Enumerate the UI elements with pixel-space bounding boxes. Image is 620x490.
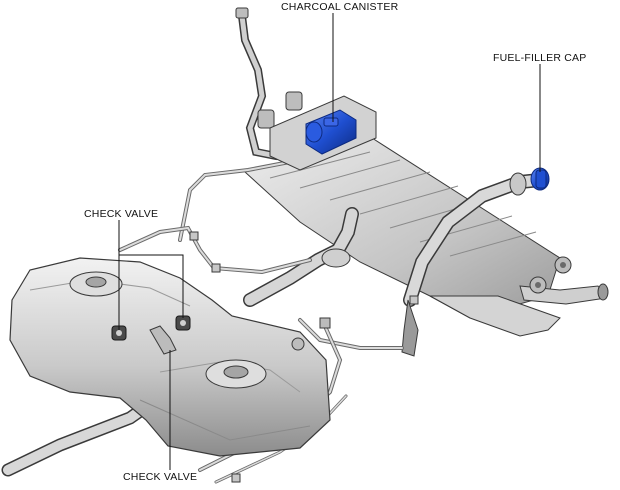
vapor-lines (118, 12, 404, 484)
hose-end (235, 7, 303, 129)
tank-connector (149, 317, 331, 355)
label-check-valve-lower: CHECK VALVE (122, 471, 199, 483)
label-charcoal-canister: CHARCOAL CANISTER (280, 1, 400, 13)
charcoal-canister (305, 109, 357, 155)
check-valve-right (175, 315, 191, 331)
fuel-filler-cap (530, 167, 550, 191)
leader-lines (118, 12, 541, 470)
label-check-valve-upper: CHECK VALVE (83, 208, 160, 220)
filler-neck (401, 172, 547, 357)
check-valve-left (111, 325, 127, 341)
mount-brackets (189, 231, 419, 483)
heat-shield (243, 137, 561, 337)
label-fuel-filler-cap: FUEL-FILLER CAP (492, 52, 588, 64)
leader-check-top-b (119, 254, 184, 318)
